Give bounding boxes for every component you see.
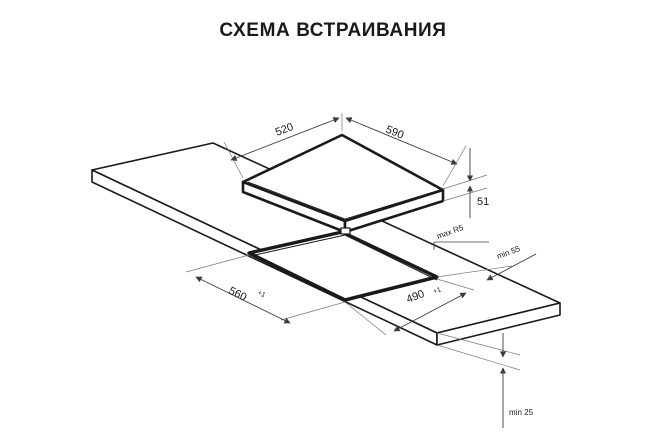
dim-25-ref-bottom — [436, 344, 521, 371]
dimension-490-tolerance: +1 — [432, 286, 442, 295]
dimension-560-tolerance: +1 — [256, 290, 266, 300]
cutout-inner-edge-left — [254, 234, 438, 281]
dim-55-ext — [436, 265, 513, 278]
dimension-560-group: 560 +1 — [185, 254, 346, 324]
dim-490-line — [393, 292, 467, 332]
dim-560-ext-a — [185, 254, 250, 273]
dimension-max-r5-group: max R5 — [433, 223, 489, 250]
dim-55-line — [486, 253, 537, 281]
dimension-max-r5-label: max R5 — [436, 223, 465, 241]
dim-51-ref-top — [442, 174, 488, 190]
dim-25-ref-top — [436, 332, 521, 356]
dim-490-ext-b — [344, 301, 387, 336]
dim-520-line — [230, 117, 340, 161]
dim-51-ref-bottom — [442, 187, 488, 202]
dim-560-ext-b — [280, 301, 346, 321]
dimension-min-55-label: min 55 — [496, 244, 522, 261]
dimension-590-label: 590 — [384, 124, 406, 142]
dim-590-ext-right — [442, 145, 467, 187]
cooktop-center-foot — [340, 227, 351, 235]
dimension-51-group: 51 — [442, 148, 489, 218]
dim-490-ext-a — [436, 278, 475, 291]
countertop-right-face — [436, 302, 561, 346]
cooktop-panel — [241, 133, 445, 235]
dimension-min-25-group: min 25 — [436, 332, 534, 428]
dimension-min-25-label: min 25 — [509, 408, 534, 417]
cooktop-rim-line — [247, 181, 441, 220]
dimension-51-label: 51 — [477, 196, 489, 208]
dim-590-line — [345, 117, 458, 165]
cutout-lower-band — [248, 251, 438, 302]
page-title: СХЕМА ВСТРАИВАНИЯ — [219, 20, 447, 41]
dim-560-line — [195, 276, 291, 324]
